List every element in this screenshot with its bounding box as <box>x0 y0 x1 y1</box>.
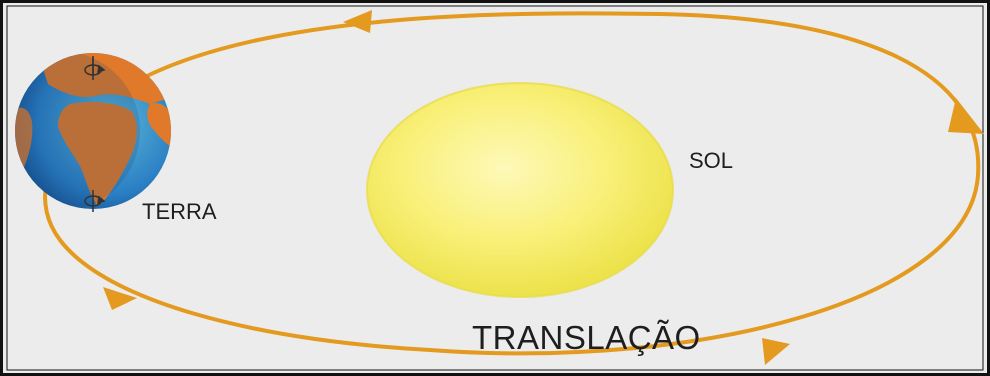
translation-label: TRANSLAÇÃO <box>472 321 701 354</box>
sun-label: SOL <box>689 150 733 172</box>
sun <box>367 83 673 297</box>
earth-label: TERRA <box>142 201 217 223</box>
